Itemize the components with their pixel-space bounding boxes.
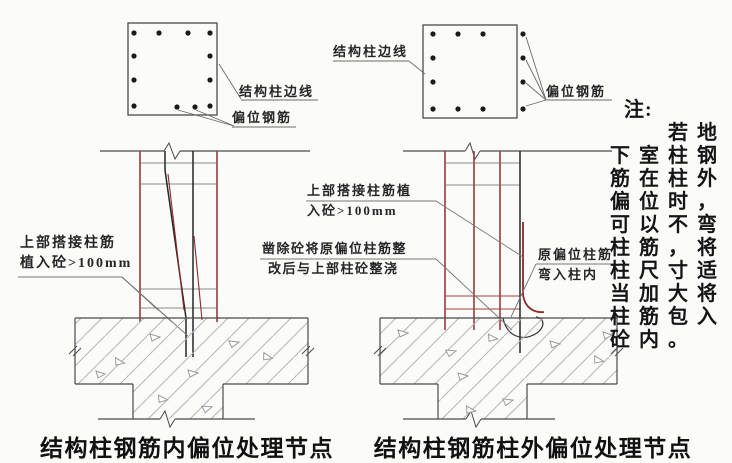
aggregate-triangles — [397, 329, 614, 414]
concrete-hatch — [380, 318, 617, 419]
slab-outline — [379, 317, 618, 429]
leader-lines — [333, 36, 612, 107]
lower-ties — [445, 295, 520, 310]
note-line: 砼内。 — [610, 329, 697, 351]
note-heading: 注: — [624, 99, 653, 121]
column-ties — [445, 162, 520, 186]
caption-left-detail: 结构柱钢筋内偏位处理节点 — [40, 435, 334, 461]
bend-label-line2: 弯入柱内 — [538, 267, 599, 282]
note-line: 下室柱钢 — [610, 145, 726, 167]
right-column-section — [333, 24, 612, 119]
left-lap-label-line1: 上部搭接柱筋 — [20, 236, 116, 251]
left-column-section — [127, 22, 318, 128]
right-section-edge-label: 结构柱边线 — [333, 44, 409, 59]
note-line: 柱筋包入 — [610, 306, 726, 328]
left-lap-label-line2: 植入砼>100mm — [20, 256, 133, 271]
note-block: 注: 若地 下室柱钢 筋在柱外 偏位时， 可以不弯 柱筋，将 柱尺寸适 当加大将… — [610, 99, 732, 352]
right-section-offset-label: 偏位钢筋 — [546, 84, 607, 99]
note-line: 可以不弯 — [610, 214, 726, 236]
left-foundation — [68, 317, 315, 429]
note-line: 若地 — [610, 122, 726, 144]
bend-label-line1: 原偏位柱筋 — [538, 247, 614, 262]
left-section-offset-label: 偏位钢筋 — [232, 110, 293, 125]
offset-bar-bent-into-column — [522, 222, 545, 313]
left-section-edge-label: 结构柱边线 — [239, 84, 315, 99]
left-column-elevation — [18, 141, 310, 357]
lap-label-leaders — [18, 276, 189, 337]
note-line: 当加大将 — [610, 283, 726, 305]
aggregate-triangles — [95, 333, 274, 414]
break-marks — [373, 345, 624, 357]
bent-offset-bars — [167, 173, 203, 321]
rebar-dots — [131, 30, 213, 110]
rebar-dots — [430, 31, 526, 112]
top-slab-line — [403, 141, 612, 161]
right-foundation — [373, 317, 624, 429]
column-ties — [140, 162, 217, 309]
concrete-hatch — [75, 318, 308, 419]
chisel-label-line1: 凿除砼将原偏位柱筋整 — [262, 241, 408, 256]
top-slab-line — [100, 141, 310, 161]
leader-lines — [177, 63, 318, 128]
caption-right-detail: 结构柱钢筋柱外偏位处理节点 — [373, 435, 693, 461]
note-line: 偏位时， — [610, 191, 726, 213]
slab-outline — [74, 317, 309, 429]
mid-lap-label-line1: 上部搭接柱筋植 — [307, 183, 413, 198]
note-line: 柱筋，将 — [610, 237, 726, 259]
note-line: 筋在柱外 — [610, 168, 726, 190]
note-line: 柱尺寸适 — [610, 260, 726, 282]
chisel-label-line2: 改后与上部柱砼整浇 — [268, 261, 399, 276]
new-column-rebar — [444, 151, 501, 330]
new-column-rebar — [139, 151, 218, 322]
break-marks — [68, 345, 315, 357]
mid-lap-label-line2: 入砼>100mm — [307, 203, 398, 218]
